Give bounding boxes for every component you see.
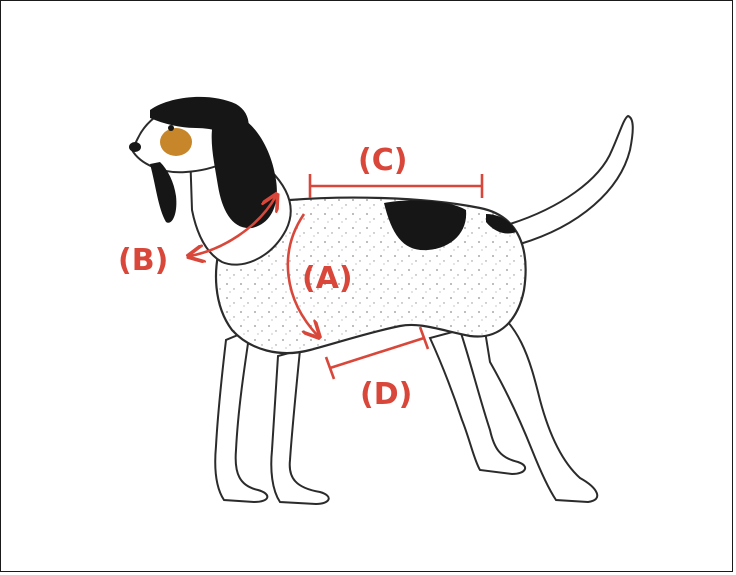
measure-a-group: (A) xyxy=(286,213,353,336)
measure-d-group: (D) xyxy=(324,326,430,412)
measure-c-group: (C) xyxy=(308,143,484,198)
dog-jowl xyxy=(150,162,177,223)
measure-a-arc xyxy=(286,213,318,336)
dog-black-patch xyxy=(384,200,467,251)
dog-back-leg-near xyxy=(478,298,599,504)
dog-nose xyxy=(129,142,141,152)
label-d: (D) xyxy=(360,377,412,412)
measure-d-cap-left xyxy=(324,356,336,380)
dog-front-leg-near xyxy=(214,328,269,504)
dog-tan-cheek xyxy=(160,128,192,156)
dog-tail-patch xyxy=(486,214,516,234)
measurement-annotations: (C) (A) (B) (D) xyxy=(118,143,484,412)
measure-b-arc xyxy=(190,196,276,256)
label-c: (C) xyxy=(358,143,407,178)
label-a: (A) xyxy=(302,261,353,296)
measure-b-group: (B) xyxy=(118,196,276,278)
dog-eye xyxy=(168,125,174,131)
measure-d-line xyxy=(329,336,425,370)
dog-front-leg-far xyxy=(270,348,330,506)
dog-tail xyxy=(508,114,634,246)
measure-d-cap-right xyxy=(418,326,430,350)
dog-back-leg-far xyxy=(428,328,527,476)
label-b: (B) xyxy=(118,243,168,278)
